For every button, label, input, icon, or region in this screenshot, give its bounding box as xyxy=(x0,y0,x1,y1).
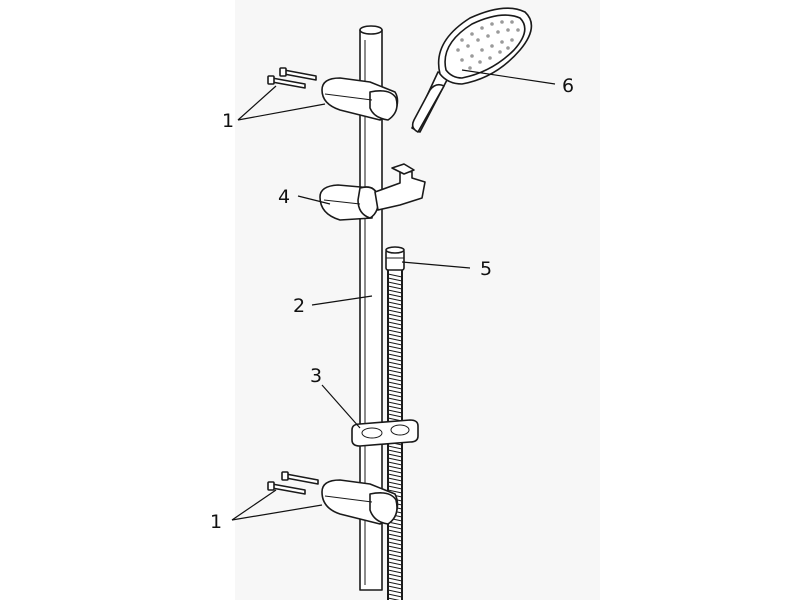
background-panel xyxy=(235,0,600,600)
callout-leaders xyxy=(231,69,556,521)
callout-5: 5 xyxy=(480,258,492,280)
lower-screws xyxy=(267,471,319,495)
callout-1-upper: 1 xyxy=(222,110,234,132)
hand-shower xyxy=(411,7,533,133)
upper-wall-bracket xyxy=(321,77,399,121)
callout-1-lower: 1 xyxy=(210,511,222,533)
lower-wall-bracket xyxy=(321,479,399,525)
callout-3: 3 xyxy=(310,365,322,387)
upper-screws xyxy=(267,67,317,89)
callout-6: 6 xyxy=(562,75,574,97)
slider-holder xyxy=(319,163,426,221)
hose-ring xyxy=(351,419,419,447)
callout-4: 4 xyxy=(278,186,290,208)
callout-2: 2 xyxy=(293,295,305,317)
spray-nozzles xyxy=(456,20,520,70)
